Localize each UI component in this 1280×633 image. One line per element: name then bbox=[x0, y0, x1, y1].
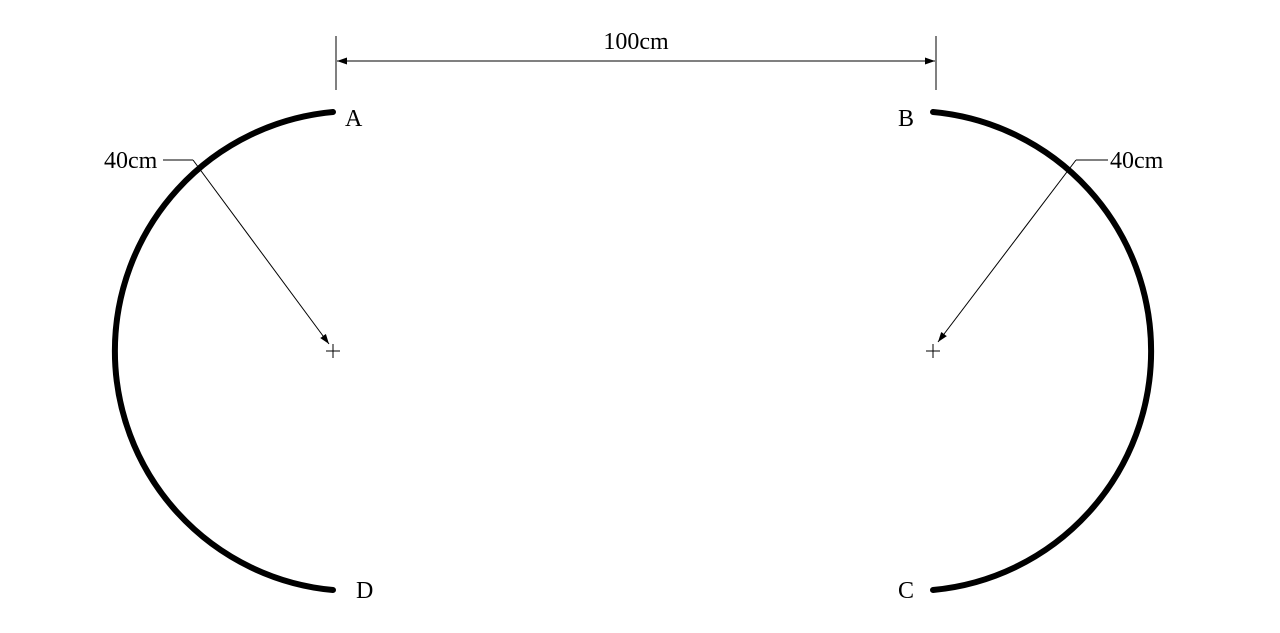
point-d-label: D bbox=[356, 578, 373, 604]
radius-left-label: 40cm bbox=[104, 148, 158, 174]
radius-left: 40cm bbox=[104, 148, 340, 358]
center-left-mark bbox=[326, 344, 340, 358]
center-right-mark bbox=[926, 344, 940, 358]
point-c-label: C bbox=[898, 578, 914, 604]
radius-right-line bbox=[937, 159, 1077, 343]
radius-right-label: 40cm bbox=[1110, 148, 1164, 174]
dimension-100cm: 100cm bbox=[335, 29, 937, 90]
point-b-label: B bbox=[898, 106, 914, 132]
radius-right: 40cm bbox=[926, 148, 1164, 358]
right-semicircle-arc bbox=[930, 109, 1155, 593]
left-semicircle-arc bbox=[111, 109, 336, 593]
radius-left-line bbox=[192, 159, 330, 345]
point-a-label: A bbox=[345, 106, 363, 132]
dimension-label: 100cm bbox=[603, 29, 669, 55]
